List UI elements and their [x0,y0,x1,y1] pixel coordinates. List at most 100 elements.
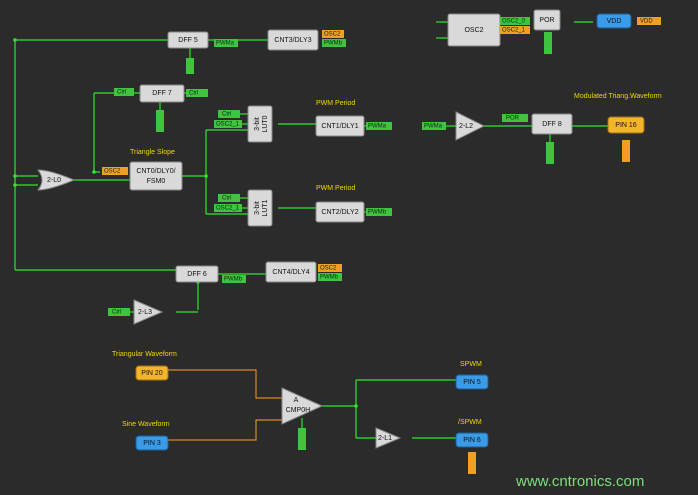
tag-por-v [544,32,552,54]
block-dff8[interactable]: DFF 8 [531,113,573,135]
osc2-label: OSC2 [464,27,483,34]
title-triangular: Triangular Waveform [112,351,177,358]
watermark: www.cntronics.com [515,473,644,490]
tag-pwmb-dff8 [546,142,554,164]
tag-vdd-out: VDD [637,17,661,25]
titles: Triangle Slope PWM Period PWM Period Mod… [112,93,662,428]
svg-text:VDD: VDD [640,19,653,25]
pin6[interactable]: PIN 6 [455,432,489,448]
svg-text:PWMb: PWMb [368,210,387,216]
block-dff7[interactable]: DFF 7 [139,84,185,103]
acmp-label-1: A [294,397,299,404]
gate-2l0[interactable]: 2-L0 [36,169,76,191]
analog-wires [166,369,282,441]
svg-text:OSC2_1: OSC2_1 [216,122,240,128]
gate-2l2[interactable]: 2-L2 [455,111,486,141]
tag-osc2-0: OSC2_0 [500,17,530,25]
svg-text:OSC2: OSC2 [324,32,341,38]
pin16[interactable]: PIN 16 [607,116,645,134]
cnt0-label-2: FSM0 [147,178,166,185]
block-dff6[interactable]: DFF 6 [175,265,219,283]
vdd-top-label: VDD [607,18,622,25]
pin20-label: PIN 20 [141,370,163,377]
tag-por-dff7 [156,110,164,132]
lut0-label-1: 3-bit [254,117,261,131]
net-labels: PWMa OSC2 PWMb OSC2_0 OSC2_1 VDD Ctrl Ct… [102,17,661,474]
svg-text:Ctrl: Ctrl [117,90,126,96]
svg-text:Ctrl: Ctrl [222,196,231,202]
tag-osc2-cnt3: OSC2 [322,30,344,38]
cnt3-label: CNT3/DLY3 [274,37,311,44]
tag-ctrl-lut1: Ctrl [218,194,240,202]
tag-vdd-pin16 [622,140,630,162]
title-nspwm: /SPWM [458,419,482,426]
tag-por-acmp [298,428,306,450]
tag-vdd-pin6 [468,452,476,474]
tag-pwmb-cnt4: PWMb [318,273,342,281]
svg-text:Ctrl: Ctrl [112,310,121,316]
title-sine: Sine Waveform [122,421,170,428]
block-osc2[interactable]: OSC2 [447,13,501,47]
tag-osc2-lut0: OSC2_1 [214,120,242,128]
svg-text:POR: POR [506,116,520,122]
svg-text:Ctrl: Ctrl [222,112,231,118]
gate-2l3[interactable]: 2-L3 [133,299,164,325]
pin20[interactable]: PIN 20 [135,365,169,381]
title-triangle-slope: Triangle Slope [130,149,175,156]
tag-pwmb-cnt2: PWMb [366,208,392,216]
pin5-label: PIN 5 [463,379,481,386]
svg-text:PWMa: PWMa [424,124,443,130]
tag-ctrl-lut0: Ctrl [218,110,240,118]
tag-ctrl-dff5 [186,58,194,74]
tag-por-dff8: POR [502,114,528,122]
svg-text:OSC2: OSC2 [320,266,337,272]
tag-osc2-fsm: OSC2 [102,167,128,175]
block-lut1[interactable]: 3-bit LUT1 [247,189,273,227]
tag-pwma-dff5: PWMa [214,39,238,47]
title-pwm-period-2: PWM Period [316,185,355,192]
cnt0-label-1: CNT0/DLY0/ [136,168,175,175]
gate-2l2-label: 2-L2 [459,123,473,130]
gate-2l0-label: 2-L0 [47,177,61,184]
tag-osc2-cnt4: OSC2 [318,264,342,272]
block-vdd-top[interactable]: VDD [596,13,632,29]
pin5[interactable]: PIN 5 [455,374,489,390]
block-cnt4[interactable]: CNT4/DLY4 [265,261,317,283]
lut1-label-1: 3-bit [254,201,261,215]
pin3-label: PIN 3 [143,440,161,447]
svg-text:PWMb: PWMb [324,41,343,47]
gate-2l1[interactable]: 2-L1 [375,427,402,449]
block-por[interactable]: POR [533,9,561,31]
svg-text:OSC2_1: OSC2_1 [502,28,526,34]
acmp-label-2: CMP0H [286,407,311,414]
pin16-label: PIN 16 [615,122,637,129]
svg-text:PWMa: PWMa [368,124,387,130]
svg-text:OSC2: OSC2 [104,169,121,175]
gate-2l1-label: 2-L1 [378,435,392,442]
pin6-label: PIN 6 [463,437,481,444]
svg-text:OSC2_1: OSC2_1 [216,206,240,212]
tag-pwmb-cnt3: PWMb [322,39,346,47]
dff5-label: DFF 5 [178,37,198,44]
block-cnt1[interactable]: CNT1/DLY1 [315,115,365,137]
dff7-label: DFF 7 [152,90,172,97]
title-modulated: Modulated Triang.Waveform [574,93,662,100]
comparator-acmp0h[interactable]: A CMP0H [281,387,324,425]
gate-2l3-label: 2-L3 [138,309,152,316]
block-dff5[interactable]: DFF 5 [167,31,209,49]
cnt4-label: CNT4/DLY4 [272,269,309,276]
block-cnt0[interactable]: CNT0/DLY0/ FSM0 [129,161,183,191]
svg-text:OSC2_0: OSC2_0 [502,19,526,25]
svg-text:PWMa: PWMa [216,41,235,47]
dff6-label: DFF 6 [187,271,207,278]
block-lut0[interactable]: 3-bit LUT0 [247,105,273,143]
tag-ctrl-dff7-out: Ctrl [186,89,208,97]
tag-ctrl-2l3: Ctrl [108,308,130,316]
svg-text:Ctrl: Ctrl [189,91,198,97]
pin3[interactable]: PIN 3 [135,435,169,451]
block-cnt2[interactable]: CNT2/DLY2 [315,201,365,223]
tag-ctrl-dff7-in: Ctrl [114,88,134,96]
cnt1-label: CNT1/DLY1 [321,123,358,130]
block-cnt3[interactable]: CNT3/DLY3 [267,29,319,51]
title-spwm: SPWM [460,361,482,368]
